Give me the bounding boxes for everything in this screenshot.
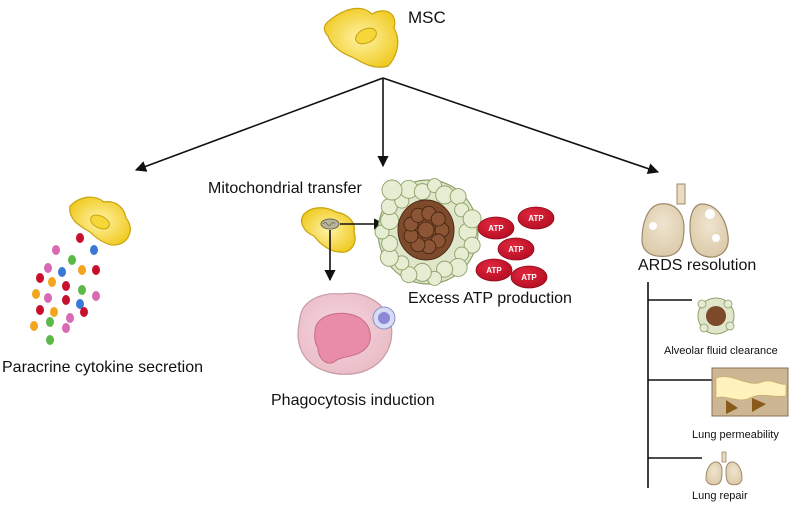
branch-arrows <box>134 77 660 175</box>
cytokine-dot <box>90 245 98 255</box>
cytokine-dot <box>44 293 52 303</box>
endothelium-icon <box>711 367 789 417</box>
outcome-lung-permeability-label: Lung permeability <box>692 429 779 441</box>
paracrine-msc-cell-icon <box>69 196 131 246</box>
atp-label: ATP <box>488 224 504 233</box>
cytokine-dots <box>30 233 100 345</box>
cytokine-dot <box>66 313 74 323</box>
atp-label: ATP <box>508 245 524 254</box>
atp-label: ATP <box>521 273 537 282</box>
atp-molecules: ATP ATP ATP ATP ATP <box>475 206 555 289</box>
msc-cell-icon <box>323 7 399 68</box>
ards-outcome-tree <box>647 282 712 488</box>
ards-lungs-icon <box>641 183 729 258</box>
atp-blob: ATP <box>497 237 535 261</box>
cytokine-dot <box>46 317 54 327</box>
cytokine-dot <box>36 273 44 283</box>
cytokine-dot <box>78 285 86 295</box>
cytokine-dot <box>62 323 70 333</box>
excess-atp-label: Excess ATP production <box>408 290 572 307</box>
lungs-icon <box>705 451 743 486</box>
cytokine-dot <box>44 263 52 273</box>
atp-label: ATP <box>486 266 502 275</box>
atp-blob: ATP <box>475 258 513 282</box>
paracrine-label: Paracrine cytokine secretion <box>2 359 203 376</box>
cytokine-dot <box>30 321 38 331</box>
atp-blob: ATP <box>510 265 548 289</box>
cytokine-dot <box>68 255 76 265</box>
macrophage-icon <box>297 292 396 375</box>
mito-msc-cell-icon <box>301 207 356 253</box>
cytokine-dot <box>92 291 100 301</box>
atp-blob: ATP <box>517 206 555 230</box>
outcome-alveolar-fluid-label: Alveolar fluid clearance <box>664 345 778 357</box>
atp-blob: ATP <box>477 216 515 240</box>
arrow-to-paracrine <box>134 77 384 172</box>
alveolus-cluster-icon <box>374 178 482 286</box>
cytokine-dot <box>62 281 70 291</box>
cytokine-dot <box>48 277 56 287</box>
alveolus-core <box>403 205 450 255</box>
cytokine-dot <box>62 295 70 305</box>
cytokine-dot <box>76 299 84 309</box>
alveolus-icon <box>697 297 735 335</box>
outcome-lung-repair-label: Lung repair <box>692 490 748 502</box>
cytokine-dot <box>78 265 86 275</box>
msc-title: MSC <box>408 8 446 27</box>
cytokine-dot <box>52 245 60 255</box>
phagocytosis-label: Phagocytosis induction <box>271 392 435 409</box>
mitochondrion-icon <box>320 218 340 230</box>
cytokine-dot <box>92 265 100 275</box>
cytokine-dot <box>80 307 88 317</box>
cytokine-dot <box>50 307 58 317</box>
atp-label: ATP <box>528 214 544 223</box>
ards-label: ARDS resolution <box>638 257 757 274</box>
mito-transfer-label: Mitochondrial transfer <box>208 180 362 197</box>
cytokine-dot <box>76 233 84 243</box>
arrow-to-ards <box>382 77 660 175</box>
cytokine-dot <box>36 305 44 315</box>
cytokine-dot <box>32 289 40 299</box>
cytokine-dot <box>58 267 66 277</box>
cytokine-dot <box>46 335 54 345</box>
alveolus-bubbles <box>374 178 482 286</box>
